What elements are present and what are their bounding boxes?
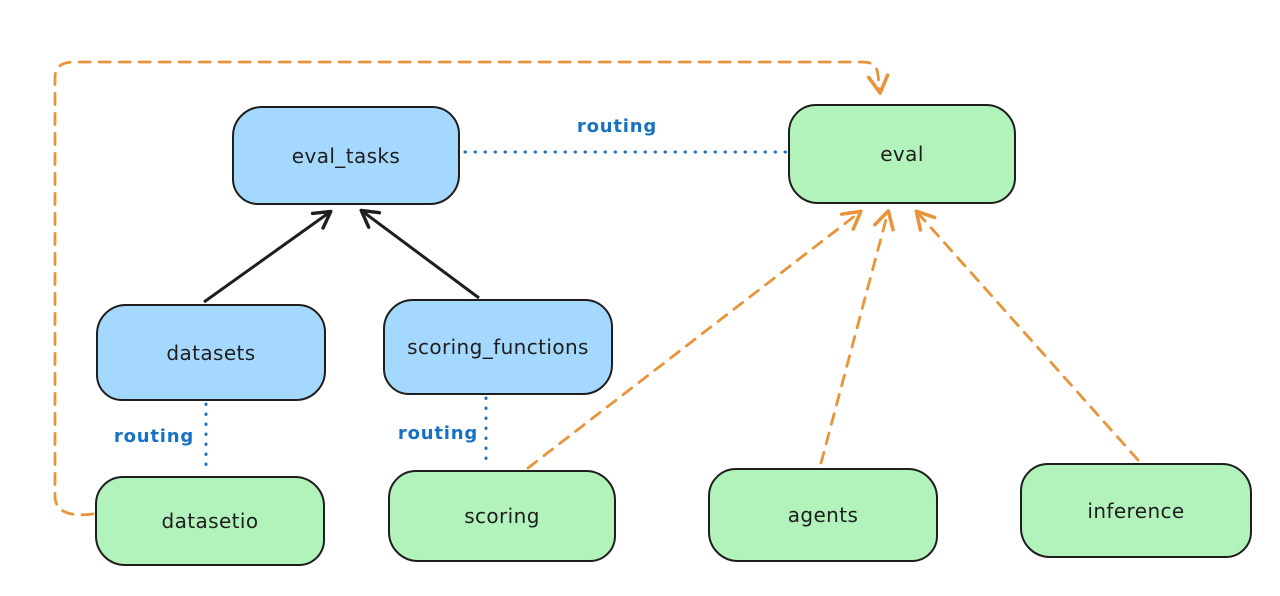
node-scoring-label: scoring [464, 504, 540, 528]
node-inference-label: inference [1087, 498, 1185, 523]
node-scoring-functions: scoring_functions [383, 299, 613, 395]
node-eval-tasks-label: eval_tasks [291, 143, 401, 168]
edge-datasets-to-eval-tasks [203, 209, 333, 304]
node-datasetio: datasetio [95, 476, 325, 566]
node-eval: eval [788, 104, 1016, 204]
node-agents-label: agents [787, 503, 859, 527]
node-datasetio-label: datasetio [161, 509, 259, 533]
node-datasets: datasets [96, 304, 326, 401]
edge-label-routing-scoring: routing [397, 423, 479, 444]
node-scoring: scoring [388, 470, 616, 562]
edge-scoring-to-eval [526, 209, 863, 470]
node-inference: inference [1020, 463, 1252, 558]
node-datasets-label: datasets [166, 340, 256, 365]
edge-scoring-functions-to-eval-tasks [359, 208, 480, 300]
edge-label-routing-datasetio: routing [113, 426, 195, 447]
node-scoring-functions-label: scoring_functions [407, 335, 589, 359]
edge-agents-to-eval [819, 209, 895, 465]
node-agents: agents [708, 468, 938, 562]
edge-label-routing-eval: routing [576, 116, 658, 137]
edge-datasetio-to-eval [53, 60, 890, 517]
node-eval-label: eval [880, 142, 924, 166]
edge-inference-to-eval [914, 209, 1140, 462]
node-eval-tasks: eval_tasks [232, 106, 460, 205]
